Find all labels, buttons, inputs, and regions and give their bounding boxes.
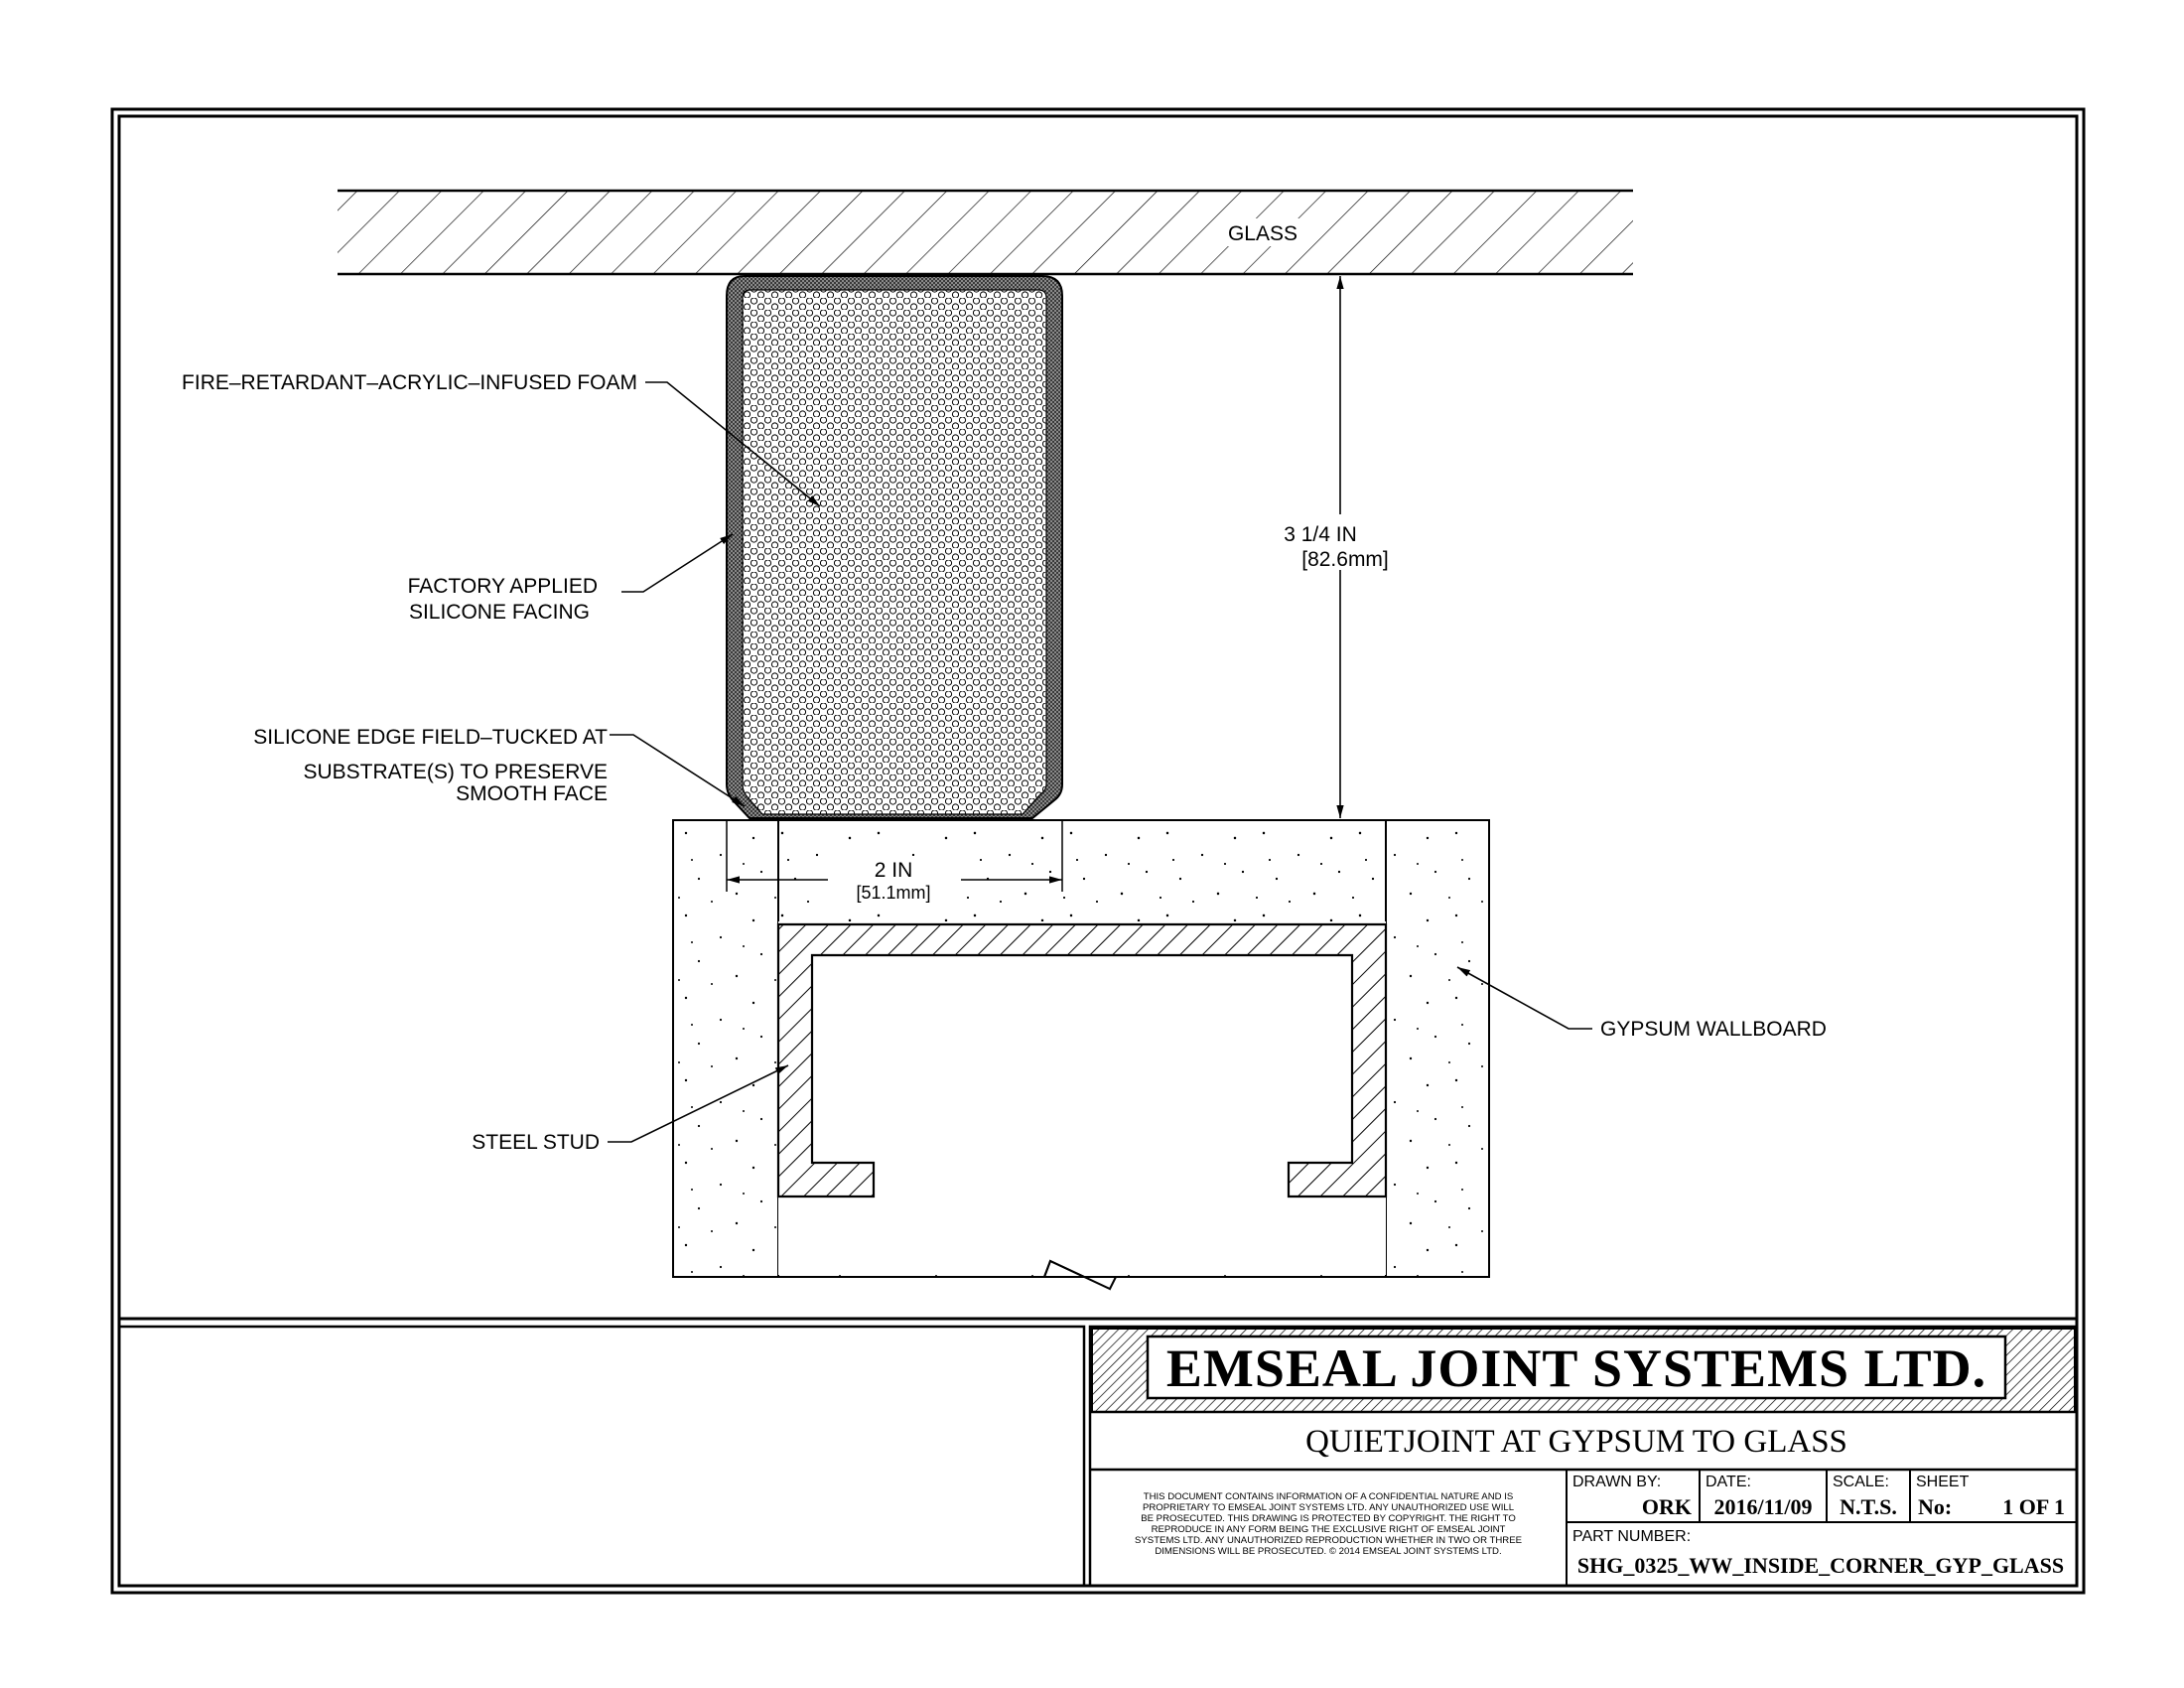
edge-label-line3: SMOOTH FACE [456,782,608,805]
notice-line-6: DIMENSIONS WILL BE PROSECUTED. © 2014 EM… [1155,1546,1501,1557]
drawn-by-value: ORK [1642,1494,1692,1519]
glass-label: GLASS [1228,222,1297,245]
part-number-label: PART NUMBER: [1572,1528,1691,1545]
scale-label: SCALE: [1833,1474,1889,1490]
width-metric: [51.1mm] [856,883,930,903]
edge-label-line1: SILICONE EDGE FIELD–TUCKED AT [253,726,608,749]
title-block: EMSEAL JOINT SYSTEMS LTD. QUIETJOINT AT … [1088,1325,2079,1588]
notice-line-4: REPRODUCE IN ANY FORM BEING THE EXCLUSIV… [1152,1524,1506,1535]
leaders [608,381,1592,1143]
facing-label-line1: FACTORY APPLIED [408,575,598,598]
notice-line-2: PROPRIETARY TO EMSEAL JOINT SYSTEMS LTD.… [1143,1502,1515,1513]
glass-panel: GLASS [338,189,1633,276]
foam-label: FIRE–RETARDANT–ACRYLIC–INFUSED FOAM [182,371,637,394]
outer-border [110,107,2086,1595]
notice-line-5: SYSTEMS LTD. ANY UNAUTHORIZED REPRODUCTI… [1135,1535,1522,1546]
depth-metric: [82.6mm] [1301,548,1389,571]
width-dimension: 2 IN [51.1mm] [726,820,1063,906]
facing-label-line2: SILICONE FACING [409,601,590,624]
date-label: DATE: [1706,1474,1751,1490]
notice-line-1: THIS DOCUMENT CONTAINS INFORMATION OF A … [1144,1491,1514,1502]
notice-line-3: BE PROSECUTED. THIS DRAWING IS PROTECTED… [1141,1513,1516,1524]
gypsum-label: GYPSUM WALLBOARD [1600,1018,1827,1041]
drawing-title: QUIETJOINT AT GYPSUM TO GLASS [1305,1424,1847,1460]
edge-label-line2: SUBSTRATE(S) TO PRESERVE [303,761,608,783]
scale-value: N.T.S. [1840,1494,1897,1519]
sheet-no-label: No: [1918,1494,1952,1519]
sheet-label: SHEET [1916,1474,1970,1490]
steel-stud-label: STEEL STUD [472,1131,600,1154]
steel-stud [776,922,1388,1198]
depth-imperial: 3 1/4 IN [1284,523,1357,546]
part-number-value: SHG_0325_WW_INSIDE_CORNER_GYP_GLASS [1577,1553,2064,1578]
depth-dimension: 3 1/4 IN [82.6mm] [1271,276,1410,818]
quietjoint-foam [726,275,1063,819]
notes-box [117,1325,1086,1588]
date-value: 2016/11/09 [1713,1494,1812,1519]
sheet-value: 1 OF 1 [2002,1494,2065,1519]
width-imperial: 2 IN [875,859,913,882]
company-name: EMSEAL JOINT SYSTEMS LTD. [1166,1338,1986,1398]
drawn-by-label: DRAWN BY: [1572,1474,1661,1490]
